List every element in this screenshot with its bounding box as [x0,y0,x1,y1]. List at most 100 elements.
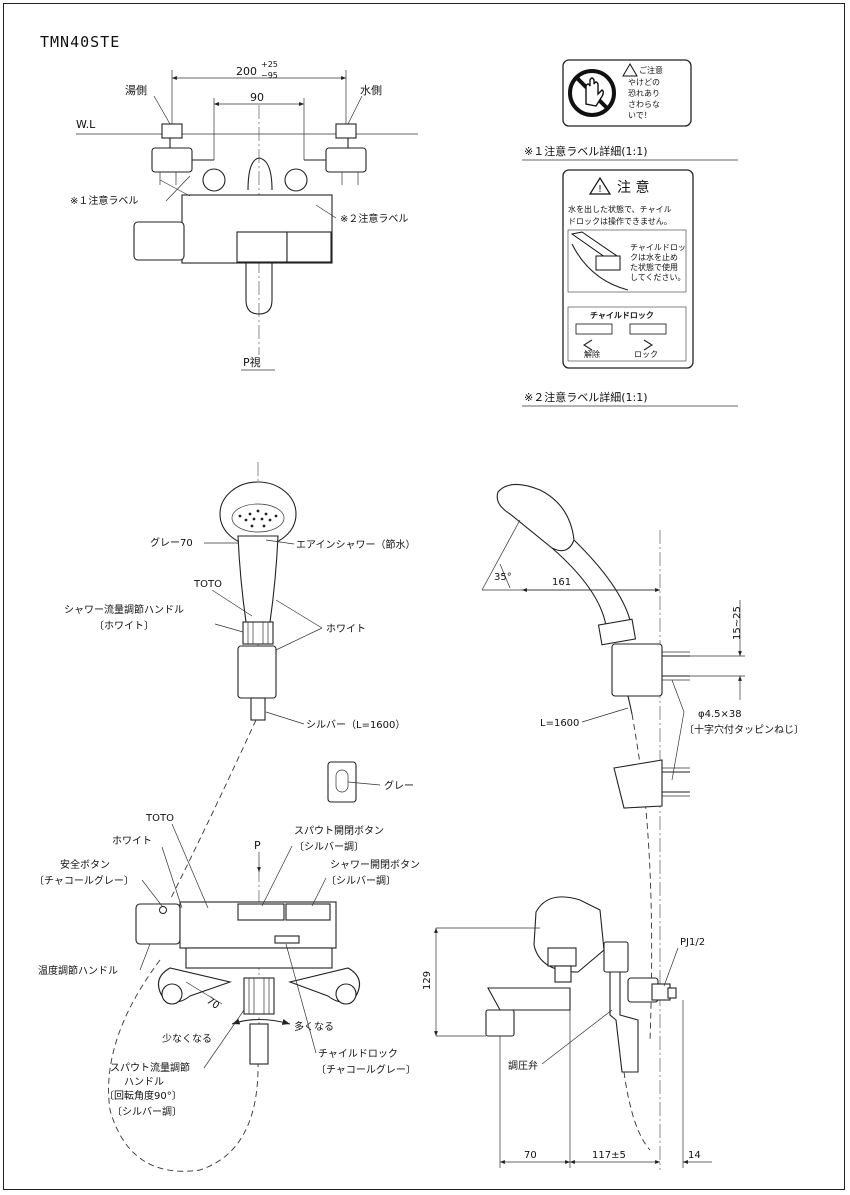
dim-70-side: 70 [524,1150,537,1161]
screw-size: φ4.5×38 [698,709,742,720]
flow-adjust-ring [242,621,274,645]
side-aerator [485,1009,515,1037]
wl-label: W.L [76,118,96,131]
temp-handle [135,903,181,945]
model-title: TMN40STE [40,33,120,51]
shower-button-color: 〔シルバー調〕 [326,874,396,887]
lock-note-2: クは水を止め [630,252,678,262]
label2-caption: ※２注意ラベル詳細(1:1) [524,390,648,404]
release-label: 解除 [584,349,600,359]
label1-line-1: ご注意 [639,65,663,75]
spout-button-label: スパウト開閉ボタン [294,825,384,837]
lock-note-1: チャイルドロッ [630,243,686,252]
flow-handle-label: シャワー流量調節ハンドル [64,603,184,616]
spout-flow-label: スパウト流量調節 [110,1061,190,1074]
hose-path-lower [108,959,259,1172]
more-label: 多くなる [294,1020,334,1033]
dim-129: 129 [422,971,433,990]
less-label: 少なくなる [162,1033,212,1045]
shower-grip [237,535,279,623]
dim-161: 161 [552,577,571,588]
dim-14: 14 [688,1150,701,1161]
safety-button [159,906,167,914]
toto-label-shower: TOTO [193,579,222,590]
spout-button-color: 〔シルバー調〕 [294,840,364,853]
safety-button-label: 安全ボタン [60,858,110,871]
child-lock-slider [274,935,300,944]
pressure-regulator [609,971,639,1073]
hot-elbow [151,147,193,173]
hot-union [202,168,226,192]
drawing-frame [3,3,845,1190]
wall-bracket [327,761,357,803]
warning-icon [588,176,612,195]
side-view-faucet: 129 PJ1/2 調圧弁 70 117±5 14 [422,896,712,1168]
shower-button-label: シャワー開閉ボタン [330,859,420,871]
temp-handle-top [133,221,185,261]
lock-note-3: た状態で使用 [630,262,678,272]
top-view: W.L 200 +25 −95 90 湯側 水側 [70,60,418,371]
label1-caption: ※１注意ラベル詳細(1:1) [524,144,648,158]
label2-body-2: ドロックは操作できません。 [568,216,672,226]
shower-assembly: グレー70 エアインシャワー（節水） TOTO シャワー流量調節ハンドル 〔ホワ… [64,462,416,1172]
lock-label: ロック [634,350,658,359]
angle-35: 35° [494,572,512,583]
hose-length: L=1600 [540,718,579,729]
cold-inlet-nut [335,123,357,139]
cold-union [284,168,308,192]
white-label-shower: ホワイト [326,623,366,635]
hot-inlet-nut [161,123,183,139]
lock-title: チャイルドロック [590,310,654,320]
label1-line-2: やけどの [628,78,660,87]
dim-117: 117±5 [592,1150,626,1161]
view-p-label: P視 [243,355,261,369]
side-lower-bracket [613,759,663,809]
shower-holder [237,645,277,699]
lock-note-4: してください。 [630,273,686,282]
label1-line-3: 恐れあり [628,89,660,98]
child-lock-label: チャイルドロック [318,1048,398,1060]
label1-callout: ※１注意ラベル [70,194,138,207]
grey-label: グレー [384,779,414,792]
cold-side-label: 水側 [360,84,382,97]
white-label-front: ホワイト [112,835,152,847]
label2-title: 注 意 [617,179,649,196]
label2-body-1: 水を出した状態で、チャイル [568,204,672,214]
label1-line-4: さわらな [628,100,660,109]
dim-200: 200 [236,65,257,78]
spout-flow-handle [243,977,275,1015]
label2-callout: ※２注意ラベル [340,212,408,225]
grey70-label: グレー70 [150,536,193,549]
dim-90: 90 [250,91,264,104]
side-holder [611,643,663,697]
hose-path-upper [169,719,257,901]
front-view-faucet: TOTO ホワイト P 安全ボタン 〔チャコールグレー〕 スパウト開閉ボタン 〔… [34,813,420,1118]
spout-open-button [237,903,285,921]
dim-200-tol-minus: −95 [261,71,278,80]
hose-label: シルバー（L=1600） [306,719,405,731]
spout-down [245,263,273,315]
cold-elbow [325,147,367,173]
cold-union-front [335,983,357,1005]
p-marker: P [254,839,261,852]
dim-200-tol-plus: +25 [261,60,278,69]
spout-outlet [249,1023,269,1065]
air-in-label: エアインシャワー（節水） [296,538,416,551]
side-view-shower: 35° 161 15~25 L=1600 φ4.5×38 〔十字穴付タッピンねじ… [481,483,804,1170]
label1-line-5: いで！ [628,111,652,120]
spout-button-top [236,231,288,263]
temp-handle-label: 温度調節ハンドル [38,964,118,977]
spout-top [247,157,273,191]
rotation-label: 〔回転角度90°〕 [104,1089,182,1102]
silver-label: 〔シルバー調〕 [112,1105,182,1118]
hot-side-label: 湯側 [125,84,147,97]
flow-handle-color: 〔ホワイト〕 [94,620,154,632]
dim-15-25: 15~25 [732,606,743,640]
hot-union-front [161,983,183,1005]
shower-button-top [286,231,332,263]
child-lock-color: 〔チャコールグレー〕 [316,1063,416,1076]
screw-note: 〔十字穴付タッピンねじ〕 [684,723,804,736]
label2-detail: ! 注 意 水を出した状態で、チャイル ドロックは操作できません。 チャイルドロ… [522,169,738,407]
svg-text:!: ! [598,184,602,195]
